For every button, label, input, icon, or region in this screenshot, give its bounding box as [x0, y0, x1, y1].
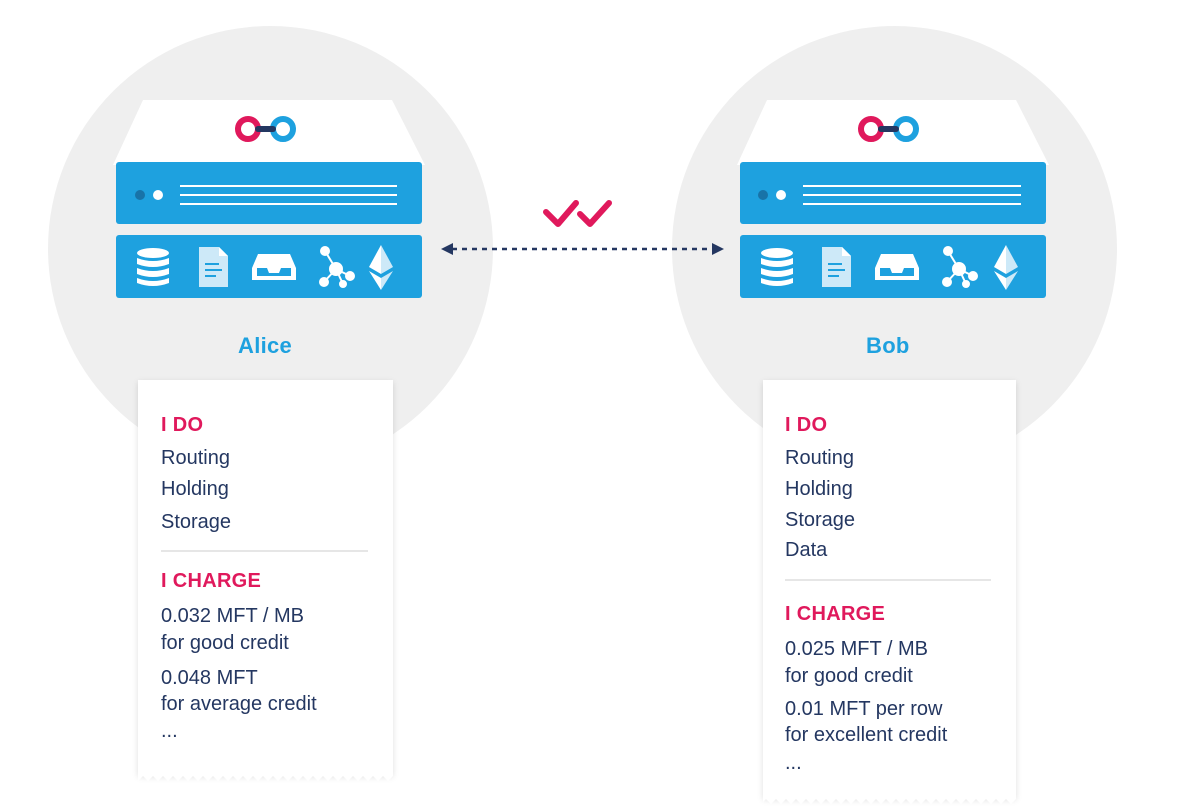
bob-divider: [785, 579, 991, 581]
alice-database-icon: [137, 248, 169, 286]
bob-server-unit-top: [740, 162, 1046, 224]
alice-server-unit-top: [116, 162, 422, 224]
receipt-torn-edge: [138, 774, 393, 781]
bob-service-item: Routing: [785, 447, 854, 469]
alice-service-item: Storage: [161, 511, 232, 533]
bob-receipt-card: I DO Routing Holding Storage Data I CHAR…: [763, 380, 1016, 804]
alice-service-item: Routing: [161, 447, 230, 469]
alice-server: [113, 100, 425, 298]
bob-does-heading: I DO: [785, 414, 828, 436]
bob-service-item: Data: [785, 539, 828, 561]
alice-logo-icon: [235, 116, 296, 142]
connection-arrow: [441, 243, 724, 255]
alice-server-lid: [113, 100, 425, 165]
alice-divider: [161, 550, 368, 552]
alice-document-icon: [199, 247, 228, 287]
bob-charge-item: 0.025 MFT / MB: [785, 638, 929, 660]
alice-charge-item: ...: [161, 720, 178, 742]
bob-name-label: Bob: [866, 333, 910, 358]
bob-document-icon: [822, 247, 851, 287]
alice-receipt-card: I DO Routing Holding Storage I CHARGE 0.…: [138, 380, 393, 781]
bob-database-icon: [761, 248, 793, 286]
bob-service-item: Holding: [785, 478, 853, 500]
alice-network-graph-icon: [319, 246, 355, 288]
alice-name-label: Alice: [238, 333, 293, 358]
bob-network-graph-icon: [942, 246, 978, 288]
bob-charge-heading: I CHARGE: [785, 603, 886, 625]
receipt-torn-edge: [763, 797, 1016, 804]
bob-logo-icon: [858, 116, 919, 142]
alice-charge-item: 0.032 MFT / MB: [161, 605, 305, 627]
bob-ethereum-icon: [994, 245, 1018, 290]
bob-charge-item: for excellent credit: [785, 724, 948, 746]
alice-charge-item: for average credit: [161, 693, 317, 715]
alice-charge-heading: I CHARGE: [161, 570, 262, 592]
alice-charge-item: 0.048 MFT: [161, 667, 258, 689]
double-check-icon: [543, 200, 612, 227]
alice-charge-item: for good credit: [161, 632, 289, 654]
bob-charge-item: for good credit: [785, 665, 913, 687]
alice-ethereum-icon: [369, 245, 393, 290]
bob-charge-item: ...: [785, 752, 802, 774]
alice-inbox-tray-icon: [252, 254, 296, 280]
alice-service-item: Holding: [161, 478, 229, 500]
bob-server-lid: [737, 100, 1049, 165]
bob-server: [737, 100, 1049, 298]
bob-charge-item: 0.01 MFT per row: [785, 698, 943, 720]
bob-service-item: Storage: [785, 509, 856, 531]
alice-does-heading: I DO: [161, 414, 204, 436]
bob-inbox-tray-icon: [875, 254, 919, 280]
